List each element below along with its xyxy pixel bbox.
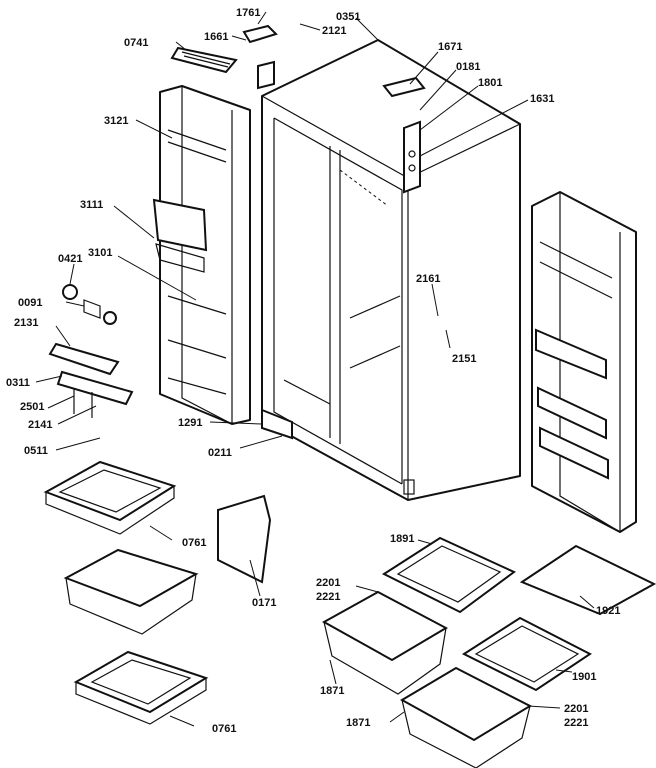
callout-2151: 2151 bbox=[452, 353, 476, 365]
callout-0741: 0741 bbox=[124, 37, 148, 49]
callout-2201-bottom: 2201 bbox=[564, 703, 588, 715]
freezer-shelf-3 bbox=[73, 650, 209, 725]
callout-0171: 0171 bbox=[252, 597, 276, 609]
callout-2131: 2131 bbox=[14, 317, 38, 329]
callout-3111: 3111 bbox=[80, 199, 103, 211]
fresh-shelf-1891 bbox=[381, 536, 516, 614]
glass-shelf-1921 bbox=[519, 544, 656, 616]
callout-0511: 0511 bbox=[24, 445, 48, 457]
callout-0351: 0351 bbox=[336, 11, 360, 23]
callout-2221-bottom: 2221 bbox=[564, 717, 588, 729]
callout-0761-top: 0761 bbox=[182, 537, 206, 549]
fresh-food-door bbox=[531, 191, 637, 533]
callout-0181: 0181 bbox=[456, 61, 480, 73]
bottom-hinge bbox=[217, 408, 293, 584]
light-assembly bbox=[48, 284, 134, 418]
callout-3121: 3121 bbox=[104, 115, 128, 127]
callout-2201-top: 2201 bbox=[316, 577, 340, 589]
callout-1871-top: 1871 bbox=[320, 685, 344, 697]
callout-1291: 1291 bbox=[178, 417, 202, 429]
top-hardware bbox=[170, 24, 426, 194]
callout-2121: 2121 bbox=[322, 25, 346, 37]
leader-lines bbox=[35, 11, 595, 727]
freezer-door bbox=[152, 85, 251, 425]
callout-labels: 1761 2121 0351 0741 1661 1671 0181 1801 … bbox=[6, 7, 620, 735]
callout-1761: 1761 bbox=[236, 7, 260, 19]
callout-0421: 0421 bbox=[58, 253, 82, 265]
fresh-shelf-1901 bbox=[461, 616, 592, 692]
callout-1671: 1671 bbox=[438, 41, 462, 53]
callout-0091: 0091 bbox=[18, 297, 42, 309]
callout-1921: 1921 bbox=[596, 605, 620, 617]
freezer-shelf-2 bbox=[63, 548, 199, 635]
callout-0311: 0311 bbox=[6, 377, 30, 389]
callout-2501: 2501 bbox=[20, 401, 44, 413]
callout-2221-top: 2221 bbox=[316, 591, 340, 603]
callout-2141: 2141 bbox=[28, 419, 52, 431]
freezer-shelf-1 bbox=[43, 460, 177, 535]
callout-1631: 1631 bbox=[530, 93, 554, 105]
callout-3101: 3101 bbox=[88, 247, 112, 259]
callout-0761-bottom: 0761 bbox=[212, 723, 236, 735]
callout-1661: 1661 bbox=[204, 31, 228, 43]
callout-1891: 1891 bbox=[390, 533, 414, 545]
callout-2161: 2161 bbox=[416, 273, 440, 285]
callout-1801: 1801 bbox=[478, 77, 502, 89]
callout-0211: 0211 bbox=[208, 447, 232, 459]
callout-1871-bottom: 1871 bbox=[346, 717, 370, 729]
callout-1901: 1901 bbox=[572, 671, 596, 683]
crisper-drawer-bottom bbox=[399, 666, 533, 768]
cabinet-body bbox=[261, 39, 521, 501]
crisper-drawer-top bbox=[321, 590, 449, 695]
